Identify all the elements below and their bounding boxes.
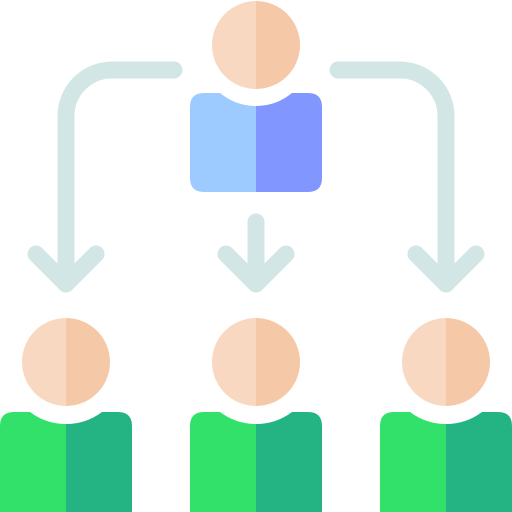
left-branch-line xyxy=(57,61,183,293)
team-member-right-head xyxy=(402,318,490,406)
leader-body xyxy=(190,93,322,192)
team-member-right-icon xyxy=(380,318,512,512)
right-branch-line xyxy=(329,61,455,293)
team-member-center-icon xyxy=(190,318,322,512)
team-member-center-body xyxy=(190,412,322,512)
leader-head xyxy=(212,1,300,89)
team-member-center-head xyxy=(212,318,300,406)
team-member-left-head xyxy=(22,318,110,406)
connector-arrows-icon xyxy=(27,61,485,293)
team-member-right-body xyxy=(380,412,512,512)
team-member-left-body xyxy=(0,412,132,512)
center-arrowhead xyxy=(217,245,295,293)
right-arrowhead xyxy=(407,245,485,293)
left-arrowhead xyxy=(27,245,105,293)
team-member-left-icon xyxy=(0,318,132,512)
leader-person-icon xyxy=(190,1,322,192)
